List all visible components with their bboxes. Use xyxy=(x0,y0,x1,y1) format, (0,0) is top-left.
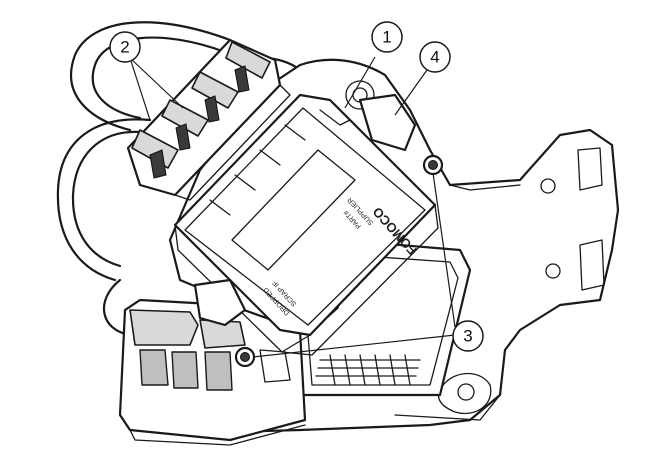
cooling-fins xyxy=(315,354,421,386)
callout-1: 1 xyxy=(371,21,403,53)
callout-4-label: 4 xyxy=(430,48,439,67)
lower-connector-block xyxy=(118,298,307,446)
callout-leaders xyxy=(129,56,456,358)
bolt-lower xyxy=(234,346,256,368)
callout-2: 2 xyxy=(109,31,141,63)
top-connectors xyxy=(126,38,291,201)
callout-3: 3 xyxy=(452,320,484,352)
callout-2-label: 2 xyxy=(120,38,129,57)
module-label-panel xyxy=(231,149,356,271)
control-module xyxy=(173,93,439,356)
callout-4: 4 xyxy=(419,41,451,73)
bolt-upper xyxy=(422,154,444,176)
callout-1-label: 1 xyxy=(382,28,391,47)
callout-3-label: 3 xyxy=(463,327,472,346)
